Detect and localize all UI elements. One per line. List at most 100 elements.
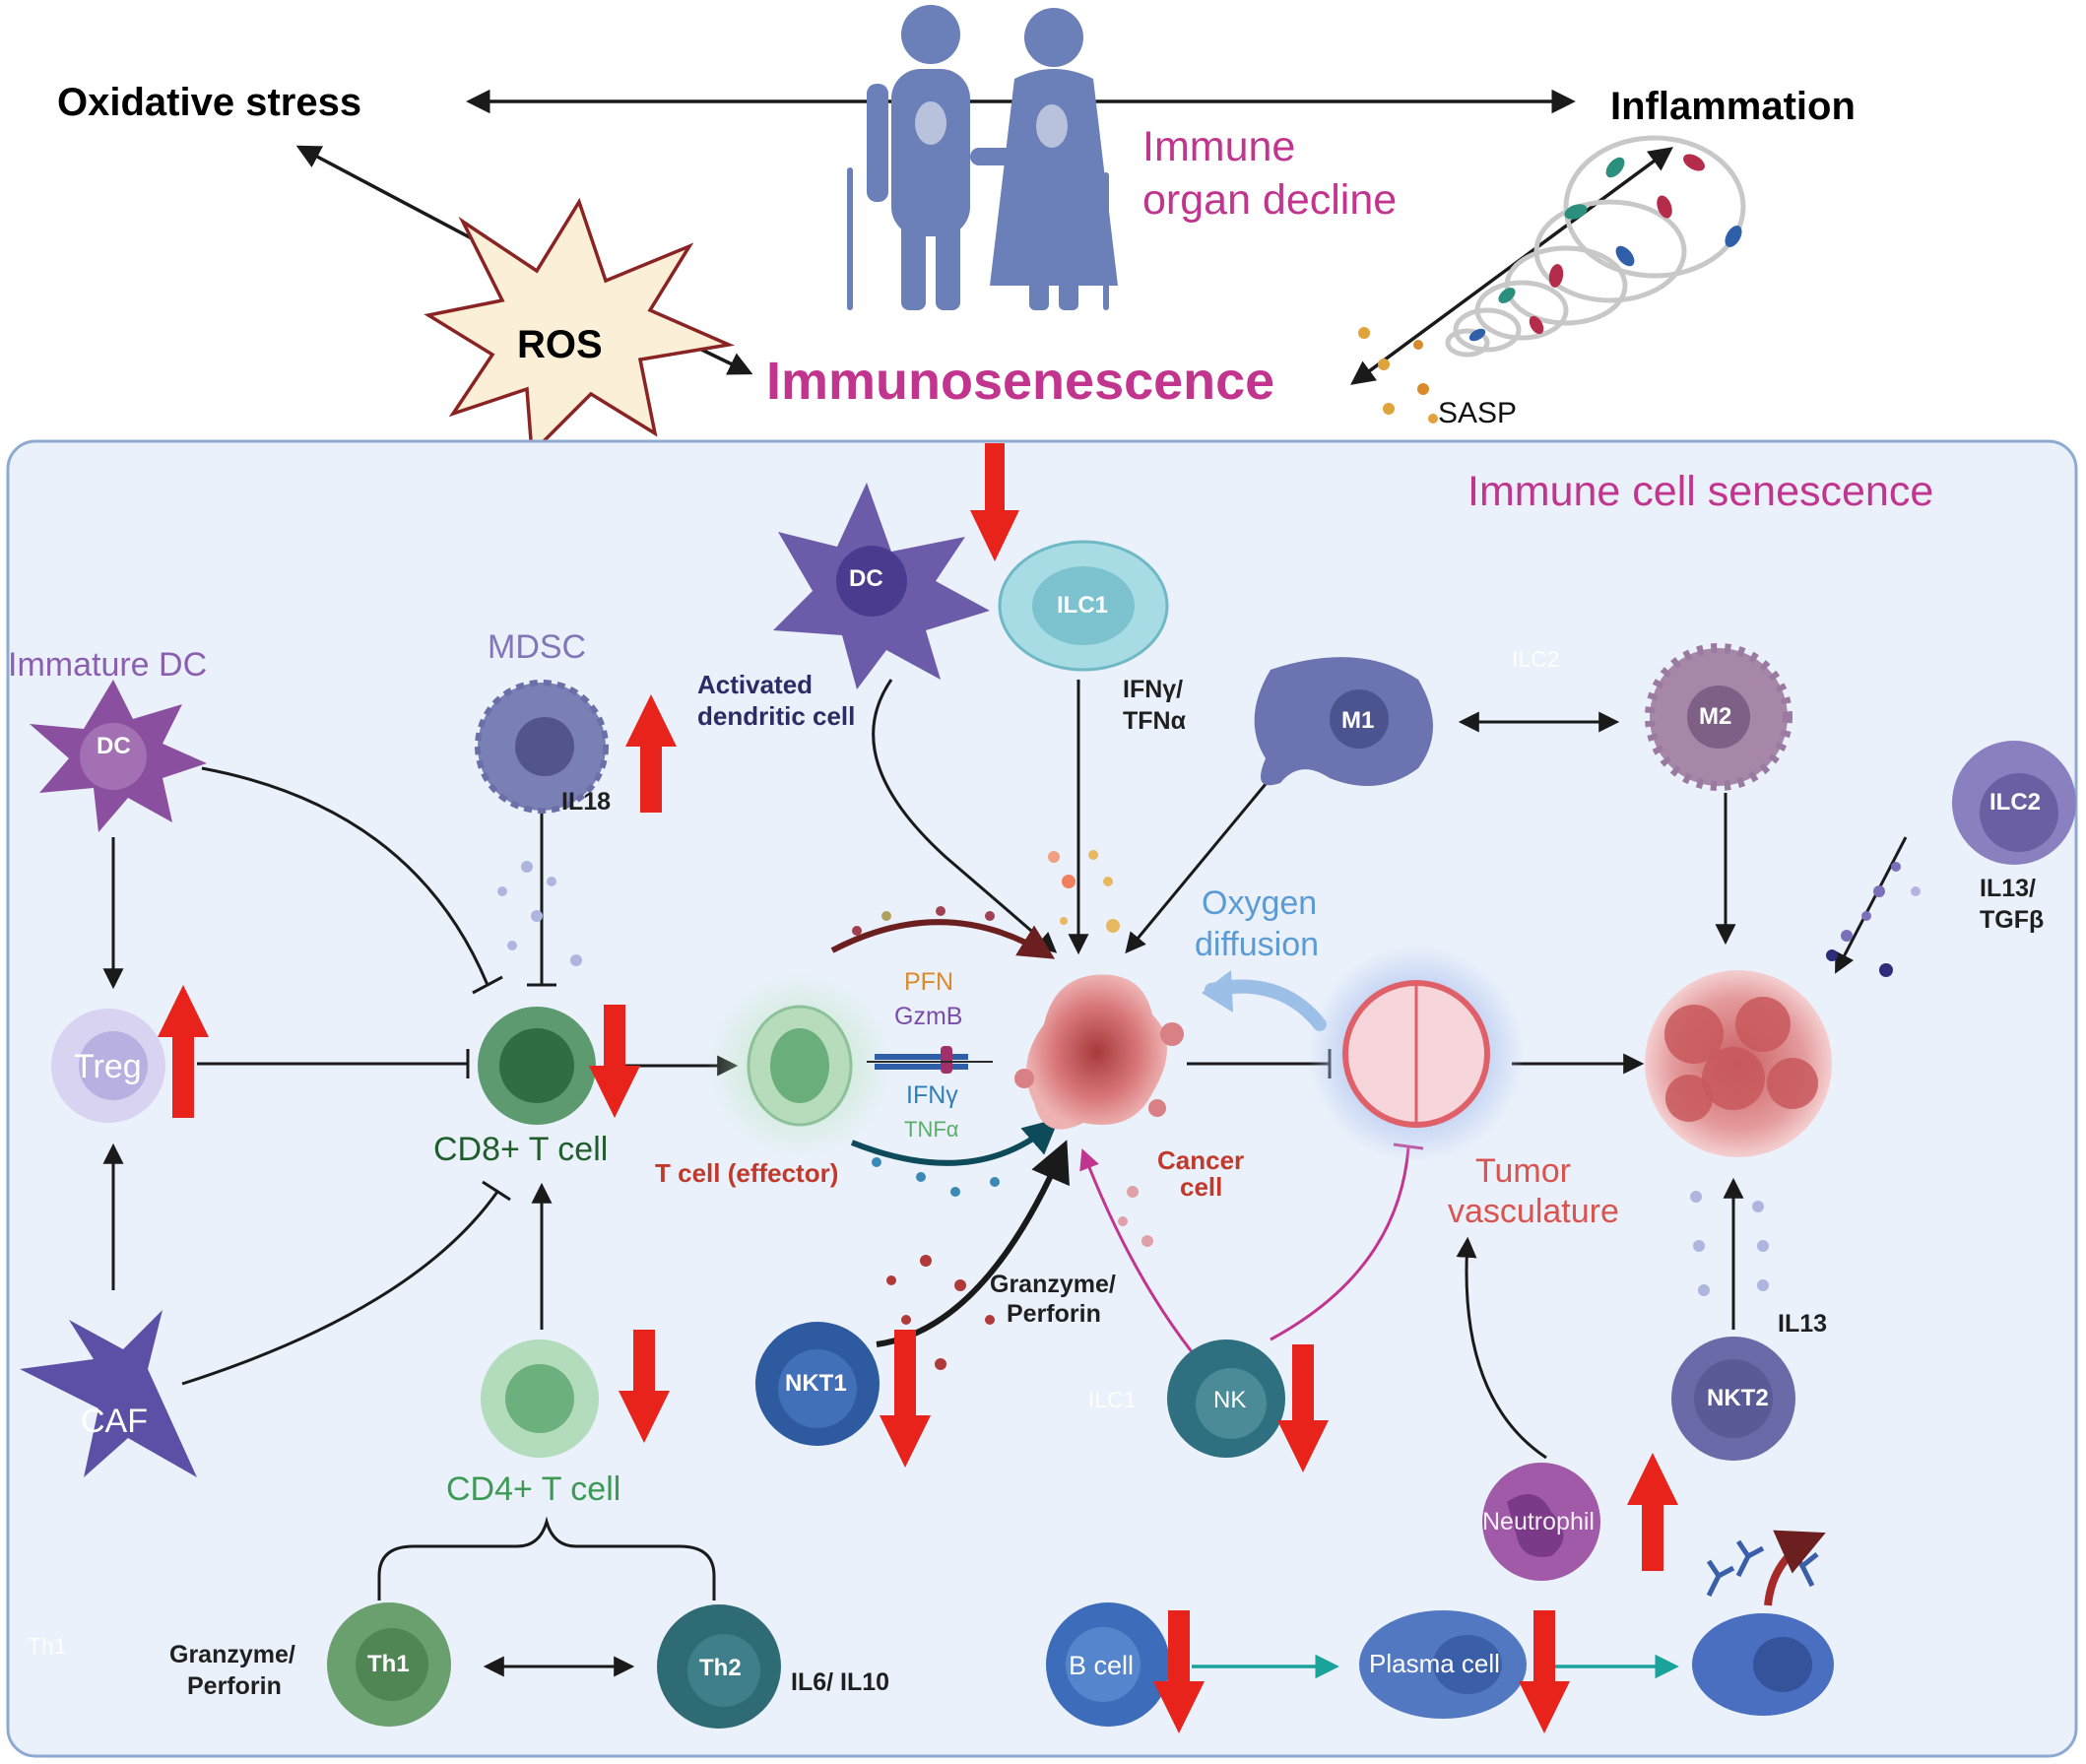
il6-il10-label: IL6/ IL10	[791, 1668, 890, 1696]
cancer-line2: cell	[1180, 1172, 1223, 1202]
arrow-m1-cancer	[1125, 777, 1272, 954]
tumor-vasc-line2: vasculature	[1448, 1193, 1619, 1230]
cancer-cell	[1014, 974, 1184, 1130]
activated-dc-line2: dendritic cell	[697, 701, 856, 731]
red-down-arrow-icon	[1519, 1610, 1570, 1733]
arrow-neutrophil-vasc	[1456, 1236, 1547, 1460]
il18-label: IL18	[561, 788, 612, 816]
caf-label: CAF	[81, 1403, 148, 1440]
red-up-arrow-icon	[158, 985, 209, 1118]
red-down-arrow-icon	[1153, 1610, 1205, 1733]
activated-dc-cell	[773, 483, 990, 689]
nkt2-cell	[1671, 1337, 1795, 1461]
mdsc-label: MDSC	[488, 628, 587, 666]
arrow-ilc2-tumor	[1835, 836, 1908, 974]
granzyme-nkt-line2: Perforin	[1007, 1300, 1101, 1328]
cancer-line1: Cancer	[1157, 1145, 1245, 1175]
ifng-tnfa-line2: TFNα	[1123, 707, 1186, 735]
cd8-cell	[478, 1007, 596, 1125]
inhibit-imdc-cd8	[201, 766, 489, 986]
plasma-cell	[1359, 1610, 1527, 1719]
b-cell-label: B cell	[1069, 1651, 1135, 1680]
red-down-arrow-icon	[1277, 1344, 1329, 1472]
ilc2-label: ILC2	[1989, 789, 2042, 816]
immune-organ-decline-line1: Immune	[1142, 123, 1296, 170]
cd4-label: CD4+ T cell	[446, 1470, 621, 1508]
t-effector-label: T cell (effector)	[655, 1158, 839, 1188]
sasp-label: SASP	[1438, 397, 1518, 429]
immature-dc-inner-label: DC	[97, 733, 131, 759]
ilc2-cell	[1952, 741, 2076, 865]
inflammation-label: Inflammation	[1610, 85, 1856, 128]
panel-title: Immune cell senescence	[1467, 468, 1934, 515]
bracket-cd4-th	[377, 1516, 716, 1601]
antibody-plasma-cell	[1692, 1530, 1834, 1716]
granzyme-th-line2: Perforin	[187, 1672, 282, 1700]
caf-cell	[20, 1310, 197, 1477]
activated-dc-line1: Activated	[697, 670, 814, 699]
dc-label: DC	[849, 565, 883, 592]
ilc1-label: ILC1	[1057, 592, 1109, 619]
nkt2-label: NKT2	[1707, 1385, 1769, 1411]
immune-organ-decline-line2: organ decline	[1142, 176, 1398, 224]
th1-label: Th1	[367, 1651, 410, 1677]
arrow-teff-ifng	[850, 1118, 1060, 1166]
granzyme-th-line1: Granzyme/	[169, 1641, 295, 1668]
red-up-arrow-icon	[1627, 1453, 1678, 1571]
pfn-label: PFN	[904, 968, 953, 996]
cd8-label: CD8+ T cell	[433, 1131, 609, 1168]
plasma-cell-label: Plasma cell	[1369, 1649, 1500, 1678]
m1-label: M1	[1341, 707, 1375, 734]
red-down-arrow-icon	[589, 1005, 640, 1118]
ros-label: ROS	[517, 323, 603, 366]
receptor-icon	[867, 1046, 993, 1074]
m2-cell	[1645, 643, 1793, 791]
m1-cell	[1254, 657, 1433, 786]
immature-dc-cell	[30, 680, 207, 832]
b-cell	[1046, 1602, 1170, 1727]
nk-label: NK	[1213, 1387, 1247, 1413]
tumor-mass	[1645, 970, 1832, 1157]
mdsc-cell	[475, 680, 609, 814]
ilc2-ghost-label: ILC2	[1512, 646, 1560, 672]
ifng-tnfa-line1: IFNγ/	[1123, 676, 1184, 703]
ilc1-ghost-label: ILC1	[1088, 1387, 1137, 1412]
immunosenescence-label: Immunosenescence	[766, 352, 1275, 411]
th1-ghost-label: Th1	[28, 1633, 67, 1659]
il13-label: IL13	[1778, 1310, 1828, 1338]
sasp-particles	[1358, 154, 1742, 424]
th2-label: Th2	[699, 1655, 742, 1681]
nk-cell	[1167, 1339, 1285, 1458]
elderly-couple-icon	[847, 5, 1118, 310]
tumor-vasculature-vessel	[1308, 946, 1525, 1162]
treg-cell	[51, 1009, 165, 1123]
oxygen-arrowhead	[1202, 970, 1233, 1013]
arrow-teff-pfn	[830, 919, 1056, 959]
inhibit-bar-imdc	[472, 975, 503, 995]
th2-cell	[657, 1604, 781, 1729]
il13-tgfb-line2: TGFβ	[1980, 906, 2045, 934]
red-down-arrow-icon	[619, 1330, 670, 1443]
immature-dc-label: Immature DC	[8, 646, 208, 684]
th1-cell	[327, 1602, 451, 1727]
red-up-arrow-icon	[625, 694, 677, 813]
inhibit-caf-cd8	[181, 1191, 499, 1386]
il13-tgfb-line1: IL13/	[1980, 875, 2036, 902]
nkt1-cell	[755, 1322, 880, 1446]
sasp-spiral-icon	[1445, 135, 1746, 358]
gzmb-label: GzmB	[894, 1003, 963, 1030]
nkt1-label: NKT1	[785, 1370, 847, 1397]
tumor-vasc-line1: Tumor	[1475, 1152, 1571, 1190]
ilc1-cell	[998, 540, 1169, 672]
treg-label: Treg	[74, 1048, 142, 1085]
tnfa-label: TNFα	[904, 1117, 959, 1142]
cd4-cell	[481, 1339, 599, 1458]
oxygen-line2: diffusion	[1195, 926, 1320, 963]
inhibit-bar-caf	[482, 1180, 511, 1202]
oxygen-line1: Oxygen	[1202, 884, 1318, 922]
oxidative-stress-label: Oxidative stress	[57, 81, 362, 124]
arrow-nk-cancer	[1079, 1148, 1204, 1365]
inhibit-nk-vasculature	[1270, 1146, 1410, 1341]
red-down-arrow-icon	[880, 1330, 931, 1468]
